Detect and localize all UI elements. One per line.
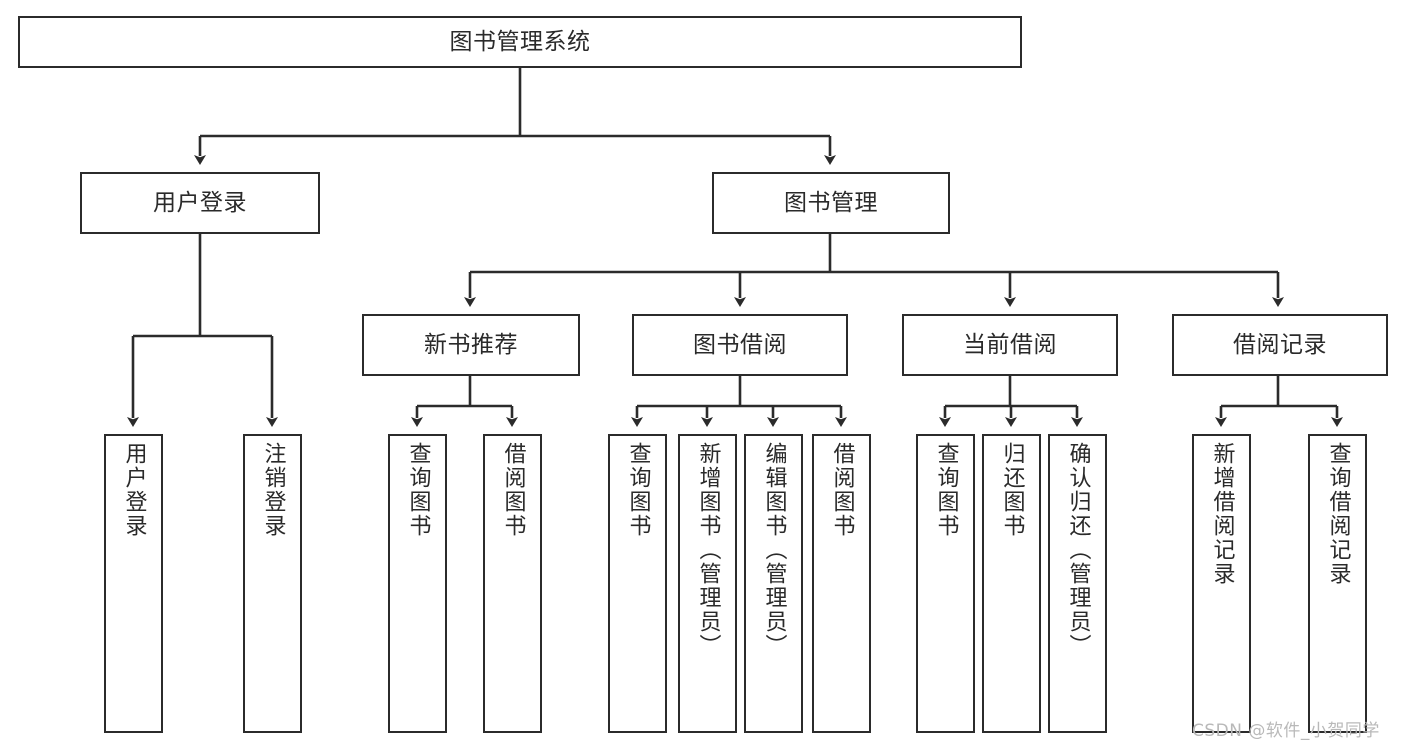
leaf-borrow-query-books[interactable]: 查询图书 [608,434,667,733]
node-label: 图书管理系统 [449,28,591,55]
node-label: 新增图书（管理员） [695,442,721,658]
node-borrow-record[interactable]: 借阅记录 [1172,314,1388,376]
node-current-borrow[interactable]: 当前借阅 [902,314,1118,376]
node-book-management-system[interactable]: 图书管理系统 [18,16,1022,68]
leaf-newbook-query-books[interactable]: 查询图书 [388,434,447,733]
node-label: 新书推荐 [424,331,518,358]
leaf-current-confirm-return-admin[interactable]: 确认归还（管理员） [1048,434,1107,733]
node-label: 归还图书 [999,442,1025,538]
node-label: 新增借阅记录 [1209,442,1235,586]
leaf-borrow-edit-book-admin[interactable]: 编辑图书（管理员） [744,434,803,733]
node-label: 图书管理 [784,189,878,216]
node-book-management[interactable]: 图书管理 [712,172,950,234]
leaf-record-add-record[interactable]: 新增借阅记录 [1192,434,1251,733]
node-label: 图书借阅 [693,331,787,358]
node-label: 当前借阅 [963,331,1057,358]
node-label: 注销登录 [260,442,286,538]
node-user-login[interactable]: 用户登录 [80,172,320,234]
node-label: 查询图书 [625,442,651,538]
node-label: 用户登录 [153,189,247,216]
leaf-borrow-borrow-books[interactable]: 借阅图书 [812,434,871,733]
leaf-newbook-borrow-books[interactable]: 借阅图书 [483,434,542,733]
node-label: 查询借阅记录 [1325,442,1351,586]
node-label: 借阅图书 [829,442,855,538]
node-label: 借阅记录 [1233,331,1327,358]
leaf-current-return-books[interactable]: 归还图书 [982,434,1041,733]
node-label: 借阅图书 [500,442,526,538]
node-label: 查询图书 [933,442,959,538]
leaf-user-logout[interactable]: 注销登录 [243,434,302,733]
node-new-book-recommend[interactable]: 新书推荐 [362,314,580,376]
node-label: 用户登录 [121,442,147,538]
node-label: 确认归还（管理员） [1065,442,1091,658]
leaf-current-query-books[interactable]: 查询图书 [916,434,975,733]
leaf-borrow-add-book-admin[interactable]: 新增图书（管理员） [678,434,737,733]
node-label: 查询图书 [405,442,431,538]
csdn-watermark: CSDN @软件_小贺同学 [1192,721,1380,741]
node-book-borrow[interactable]: 图书借阅 [632,314,848,376]
leaf-record-query-record[interactable]: 查询借阅记录 [1308,434,1367,733]
leaf-user-login[interactable]: 用户登录 [104,434,163,733]
node-label: 编辑图书（管理员） [761,442,787,658]
